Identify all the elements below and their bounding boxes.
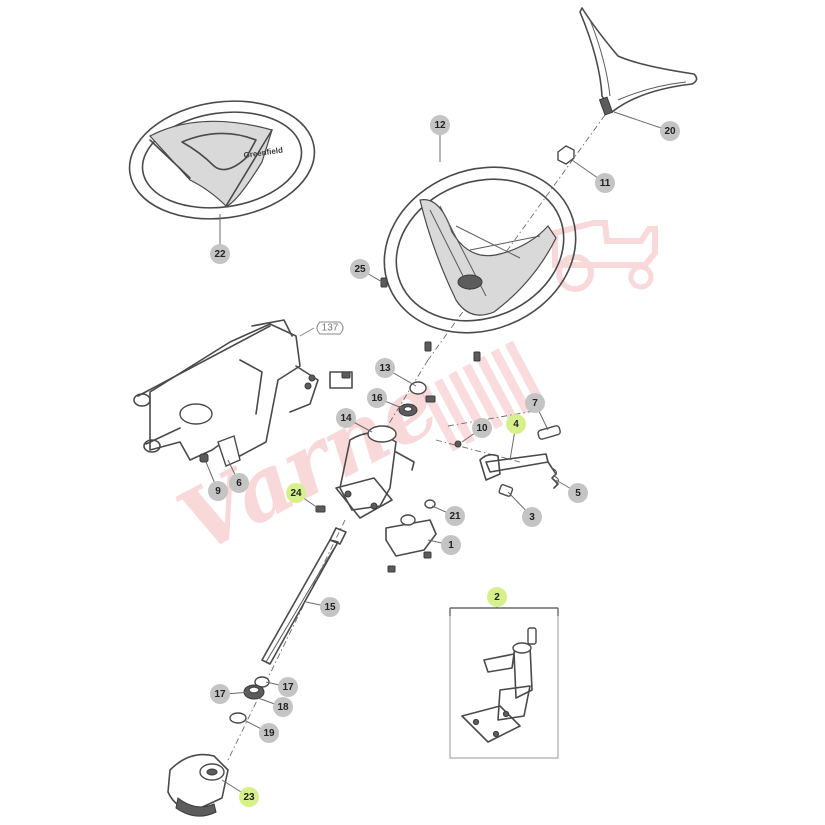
callout-number: 15: [324, 602, 336, 613]
callout-11: 11: [595, 173, 615, 193]
steering-wheel-cap: [579, 7, 698, 116]
assembly-axis-lines: [227, 114, 606, 761]
callout-badge-circle: [320, 597, 340, 617]
callout-badge-circle: [210, 244, 230, 264]
callout-number: 1: [448, 540, 454, 551]
callout-23: 23: [239, 787, 259, 807]
callout-14: 14: [336, 408, 356, 428]
callout-4: 4: [506, 414, 526, 434]
tilt-lever-parts: [479, 425, 561, 497]
steering-frame: [133, 319, 353, 461]
callout-number: 6: [236, 478, 242, 489]
callout-number: 23: [243, 792, 255, 803]
callout-number: 16: [371, 393, 383, 404]
callout-number: 19: [263, 728, 275, 739]
callout-25: 25: [350, 259, 370, 279]
callout-badge-circle: [278, 677, 298, 697]
callout-number: 7: [532, 398, 538, 409]
callout-badge-circle: [568, 483, 588, 503]
callout-2: 2: [487, 587, 507, 607]
callout-16: 16: [367, 388, 387, 408]
callout-9: 9: [208, 481, 228, 501]
reference-label-text: 137: [322, 323, 339, 334]
callout-badge-circle: [660, 121, 680, 141]
callout-7: 7: [525, 393, 545, 413]
callout-badge-circle: [445, 506, 465, 526]
lower-mounting-plate: [385, 499, 437, 573]
callout-number: 11: [600, 178, 611, 189]
callout-number: 24: [290, 488, 302, 499]
callout-badge-circle: [286, 483, 306, 503]
callout-number: 12: [434, 120, 446, 131]
hardware-screws: [315, 277, 481, 513]
callout-5: 5: [568, 483, 588, 503]
clip-and-bolt: [199, 435, 241, 467]
column-assembly-inset: [449, 607, 559, 759]
callout-badge-circle: [595, 173, 615, 193]
callout-20: 20: [660, 121, 680, 141]
callout-number: 4: [513, 419, 519, 430]
callout-17: 17: [278, 677, 298, 697]
callout-12: 12: [430, 115, 450, 135]
callout-number: 2: [494, 592, 500, 603]
callout-number: 5: [575, 488, 581, 499]
callout-badge-circle: [367, 388, 387, 408]
callout-badge-circle: [208, 481, 228, 501]
steering-shaft: [261, 527, 347, 665]
callout-number: 3: [529, 512, 535, 523]
callout-badge-circle: [430, 115, 450, 135]
reference-label-137: 137: [299, 321, 344, 337]
callout-number: 14: [340, 413, 352, 424]
callout-10: 10: [472, 418, 492, 438]
callout-22: 22: [210, 244, 230, 264]
callout-badge-circle: [375, 358, 395, 378]
callout-number: 17: [214, 689, 226, 700]
callout-number: 17: [282, 682, 294, 693]
callout-21: 21: [445, 506, 465, 526]
callout-number: 22: [214, 249, 226, 260]
callout-number: 9: [215, 486, 221, 497]
callout-badge-circle: [522, 507, 542, 527]
callout-badge-circle: [273, 697, 293, 717]
callout-number: 13: [379, 363, 391, 374]
callout-number: 21: [449, 511, 461, 522]
callout-6: 6: [229, 473, 249, 493]
lower-bearing-parts: [229, 676, 270, 724]
callout-badge-circle: [336, 408, 356, 428]
callout-badges: 1234567910111213141516171718192021222324…: [208, 115, 680, 807]
callout-badge-circle: [506, 414, 526, 434]
callout-17: 17: [210, 684, 230, 704]
callout-number: 18: [277, 702, 289, 713]
callout-badge-circle: [472, 418, 492, 438]
callout-badge-circle: [229, 473, 249, 493]
callout-number: 25: [354, 264, 366, 275]
watermark-tractor-icon: [552, 220, 658, 292]
callout-3: 3: [522, 507, 542, 527]
callout-19: 19: [259, 723, 279, 743]
steering-wheel: [383, 166, 577, 334]
callout-badge-circle: [525, 393, 545, 413]
callout-badge-circle: [441, 535, 461, 555]
callout-15: 15: [320, 597, 340, 617]
callout-number: 10: [476, 423, 488, 434]
callout-badge-circle: [350, 259, 370, 279]
callout-13: 13: [375, 358, 395, 378]
steering-gearbox: [167, 753, 229, 817]
callout-number: 20: [664, 126, 676, 137]
callout-1: 1: [441, 535, 461, 555]
callout-badge-circle: [487, 587, 507, 607]
callout-18: 18: [273, 697, 293, 717]
watermark-stripes: [420, 340, 546, 452]
callout-badge-circle: [259, 723, 279, 743]
column-support-bracket: [335, 425, 415, 519]
steering-wheel-cover-assembly: Greenfield: [128, 100, 316, 220]
callout-badge-circle: [210, 684, 230, 704]
callout-badge-circle: [239, 787, 259, 807]
callout-24: 24: [286, 483, 306, 503]
hub-nut: [557, 145, 575, 165]
